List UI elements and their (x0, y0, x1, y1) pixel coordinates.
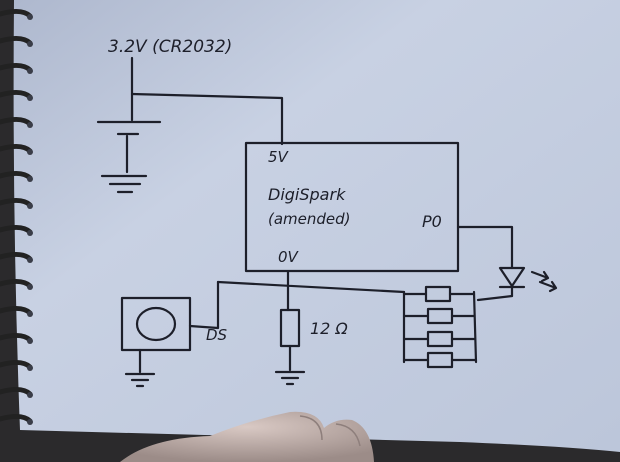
resistor-symbol (274, 283, 306, 386)
battery-label: 3.2V (CR2032) (108, 37, 232, 57)
spiral-hole (27, 68, 33, 74)
wire-0v-rail (216, 270, 406, 294)
spiral-ring (0, 386, 33, 397)
spiral-hole (27, 284, 33, 290)
spiral-hole (27, 338, 33, 344)
spiral-hole (27, 95, 33, 101)
spiral-hole (27, 257, 33, 263)
digispark-name-label: DigiSpark (268, 185, 346, 204)
spiral-hole (27, 392, 33, 398)
resistor-label: 12 Ω (310, 319, 348, 338)
sensor-label: DS (206, 326, 228, 344)
wire-battery-to-5v (130, 92, 284, 146)
spiral-hole (27, 14, 33, 20)
battery-symbol (96, 56, 162, 174)
circuit-drawing: 3.2V (CR2032) 5V DigiSpark (amended) P0 … (96, 37, 558, 388)
pin-p0-label: P0 (422, 212, 442, 231)
wire-p0-to-led (456, 225, 514, 270)
resistor-network (402, 285, 478, 369)
spiral-hole (27, 230, 33, 236)
pin-5v-label: 5V (268, 148, 290, 166)
spiral-ring (0, 413, 33, 424)
ground-symbol-battery (100, 174, 148, 194)
led-symbol (498, 266, 558, 298)
pin-0v-label: 0V (278, 248, 300, 266)
spiral-ring (0, 332, 33, 343)
push-button-symbol (120, 280, 220, 388)
spiral-hole (27, 149, 33, 155)
spiral-hole (27, 122, 33, 128)
spiral-hole (27, 176, 33, 182)
fingers-photo-detail (120, 411, 374, 462)
digispark-board (244, 141, 460, 273)
spiral-ring (0, 359, 33, 370)
spiral-hole (27, 311, 33, 317)
spiral-ring (0, 278, 33, 289)
spiral-binding (0, 8, 33, 425)
spiral-hole (27, 419, 33, 425)
spiral-hole (27, 203, 33, 209)
spiral-ring (0, 305, 33, 316)
spiral-hole (27, 41, 33, 47)
spiral-hole (27, 365, 33, 371)
wire-led-to-network (476, 294, 514, 302)
spiral-ring (0, 251, 33, 262)
digispark-amended-label: (amended) (268, 210, 351, 228)
